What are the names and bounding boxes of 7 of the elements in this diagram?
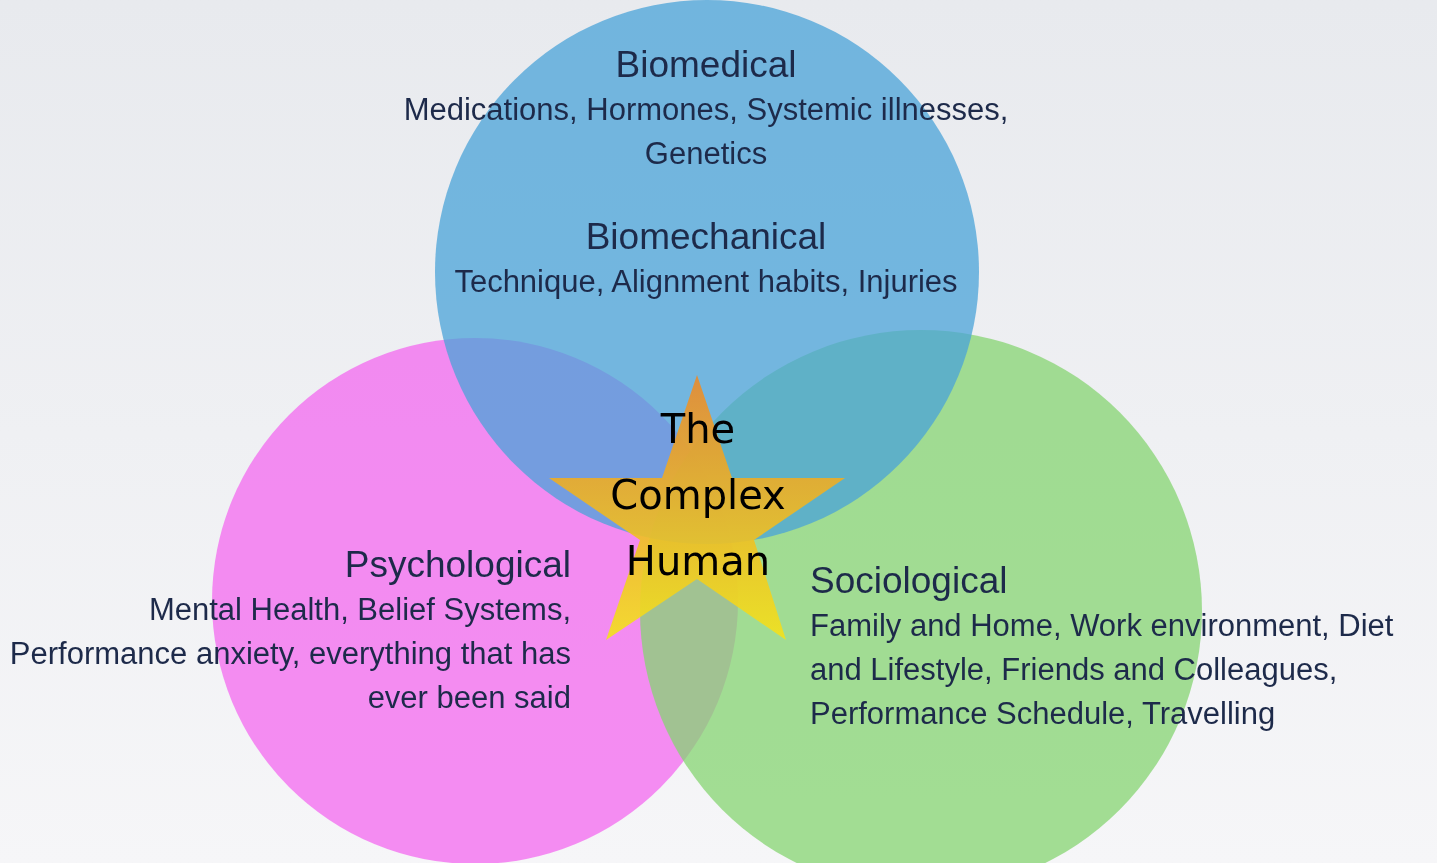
- category-description: Technique, Alignment habits, Injuries: [453, 263, 959, 301]
- category-heading: Psychological: [343, 543, 571, 587]
- category-description: Family and Home, Work environment, Diet and Lifestyle, Friends and Colleagues, Performance Schedule, Travelling: [810, 607, 1395, 733]
- category-description: Mental Health, Belief Systems, Performance anxiety, everything that has ever been said: [8, 591, 571, 717]
- category-heading: Biomedical: [614, 43, 798, 87]
- category-heading: Sociological: [810, 559, 1009, 603]
- category-heading: Biomechanical: [584, 215, 828, 259]
